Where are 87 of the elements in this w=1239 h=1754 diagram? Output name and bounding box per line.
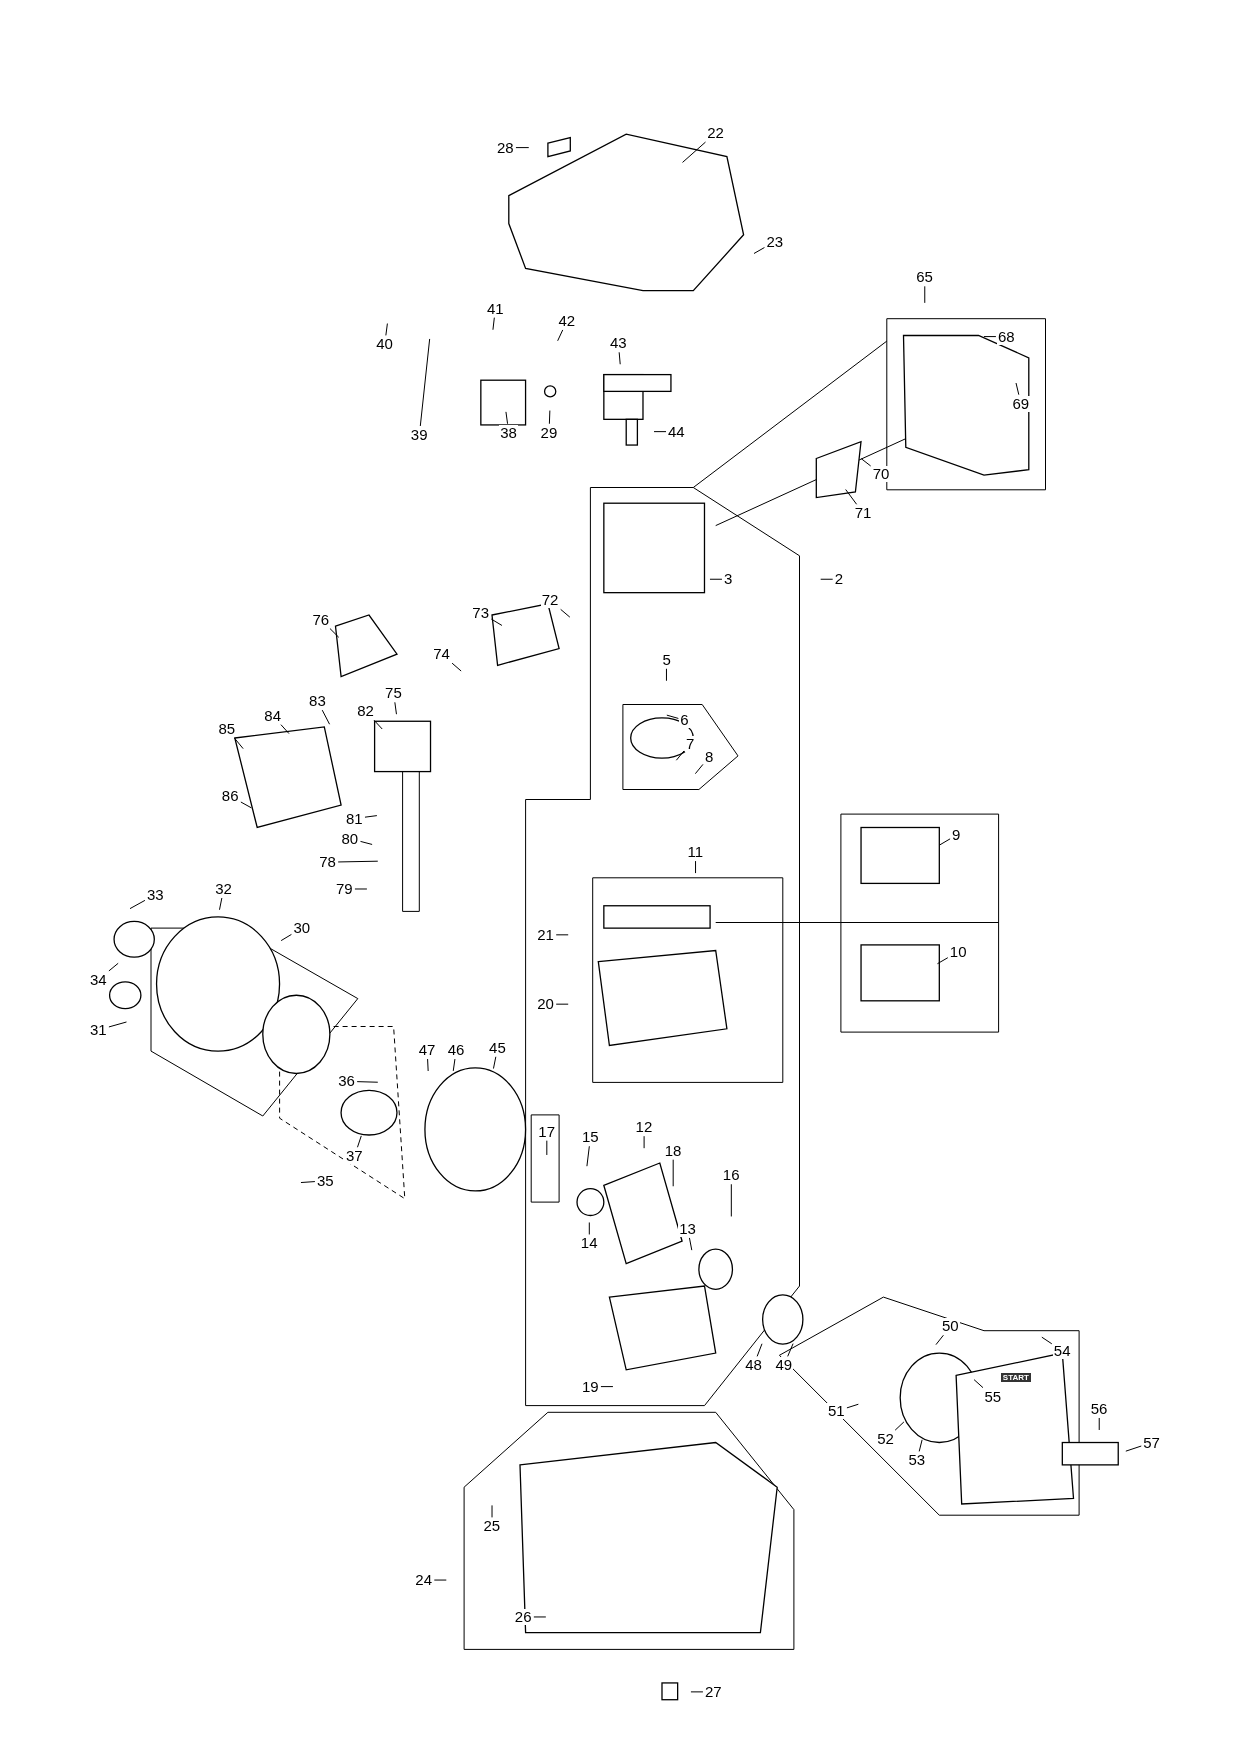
leader-line — [280, 724, 290, 735]
leader-line — [548, 410, 551, 425]
callout-number: 6 — [679, 712, 690, 729]
leader-line — [787, 1343, 794, 1357]
leader-line — [690, 1691, 704, 1693]
leader-line — [753, 247, 765, 254]
leader-line — [300, 1181, 316, 1184]
leader-line — [433, 1579, 447, 1581]
leader-line — [694, 763, 704, 775]
leader-line — [730, 1183, 732, 1217]
leader-line — [394, 701, 397, 715]
leader-line — [560, 608, 571, 618]
leader-line — [555, 934, 569, 936]
leader-line — [108, 962, 119, 972]
leader-line — [846, 1403, 859, 1409]
callout-number: 39 — [409, 427, 429, 443]
leader-line — [108, 1021, 127, 1028]
leader-line — [918, 1439, 923, 1452]
leader-line — [675, 750, 685, 761]
leader-line — [860, 458, 872, 467]
leader-line — [936, 957, 949, 965]
leader-line — [329, 628, 340, 638]
leader-line — [973, 1379, 984, 1389]
leader-line — [385, 323, 388, 336]
leader-line — [820, 578, 834, 580]
leader-line — [373, 719, 383, 730]
leader-line — [653, 431, 667, 433]
leader-line — [240, 801, 252, 809]
leader-line — [983, 336, 997, 338]
leader-line — [666, 714, 679, 719]
callout-number: 32 — [214, 881, 233, 897]
leader-line — [490, 618, 503, 626]
leader-line — [129, 899, 146, 910]
callout-number: 47 — [417, 1042, 437, 1058]
leader-line — [1098, 1417, 1100, 1431]
callout-number: 37 — [344, 1148, 364, 1165]
handle-text: START — [1000, 1373, 1031, 1383]
leader-line — [682, 141, 706, 163]
leader-line — [935, 1334, 944, 1346]
leader-line — [533, 1616, 547, 1618]
callout-number: 72 — [540, 592, 560, 609]
leader-line — [894, 1421, 905, 1431]
leader-line — [555, 1003, 569, 1005]
leader-line — [427, 1058, 429, 1072]
leader-line — [1125, 1445, 1142, 1452]
leader-line — [515, 147, 530, 149]
leader-line — [280, 933, 292, 942]
leader-line — [1015, 382, 1020, 396]
leader-line — [357, 1135, 362, 1148]
leader-line — [600, 1386, 614, 1388]
leader-line — [356, 1081, 379, 1083]
leader-line — [546, 1140, 548, 1156]
leader-line — [505, 411, 509, 425]
leader-line — [586, 1145, 590, 1167]
leader-line — [354, 888, 368, 890]
leader-line — [643, 1135, 645, 1149]
callout-number: 70 — [871, 466, 891, 483]
leader-line — [557, 329, 564, 342]
leader-line — [419, 338, 431, 427]
leader-line — [1041, 1336, 1053, 1345]
leader-line — [233, 737, 244, 750]
leader-line — [321, 709, 331, 725]
leader-line — [492, 1056, 497, 1070]
leader-line — [364, 815, 378, 818]
leader-line — [618, 351, 621, 365]
leader-line — [665, 668, 667, 682]
leader-line — [924, 285, 926, 304]
leader-line — [695, 860, 697, 874]
leader-line — [709, 578, 723, 580]
leader-line — [337, 860, 379, 863]
callout-number: 79 — [334, 881, 354, 897]
callout-number: 26 — [513, 1608, 533, 1625]
leader-line — [672, 1159, 674, 1187]
leader-line — [219, 897, 223, 911]
leader-line — [939, 838, 951, 846]
leader-line — [452, 1058, 456, 1072]
leader-line — [845, 489, 858, 505]
leader-line — [360, 840, 373, 845]
leader-line — [756, 1343, 763, 1357]
leader-line — [492, 317, 495, 331]
callout-number: 51 — [826, 1403, 846, 1420]
callout-number: 7 — [684, 735, 696, 752]
leader-line — [451, 662, 462, 672]
leader-line — [588, 1221, 590, 1235]
leader-line — [688, 1237, 693, 1251]
leader-line — [491, 1504, 493, 1518]
callout-number: 46 — [446, 1042, 466, 1058]
